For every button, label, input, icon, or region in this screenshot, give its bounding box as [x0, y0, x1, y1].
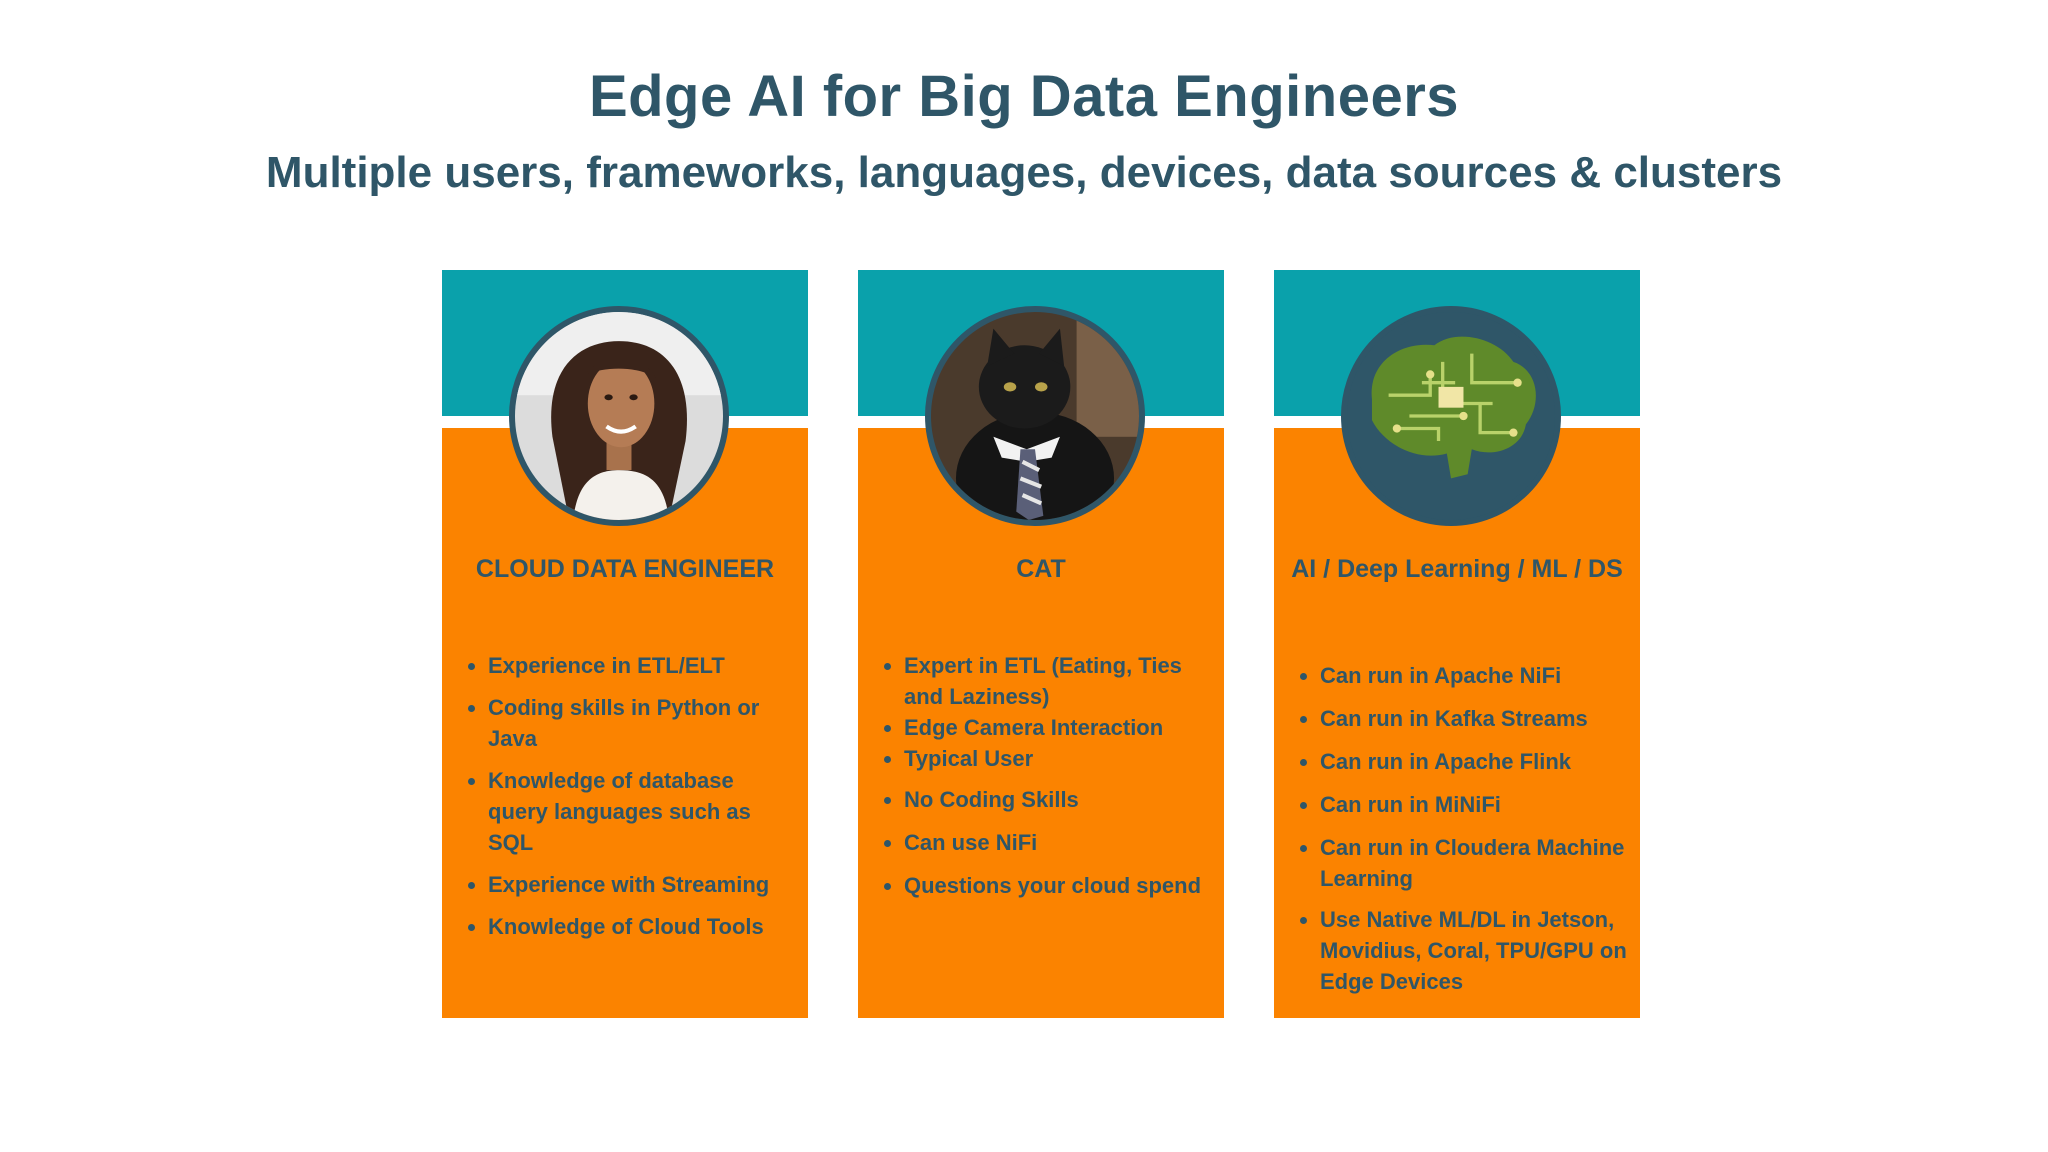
list-item: Typical User	[882, 743, 1212, 774]
list-item: Can run in Kafka Streams	[1298, 703, 1628, 734]
list-item: Experience with Streaming	[466, 869, 796, 900]
woman-portrait-image	[509, 306, 729, 526]
list-item: Can run in MiNiFi	[1298, 789, 1628, 820]
list-item: Use Native ML/DL in Jetson, Movidius, Co…	[1298, 904, 1628, 997]
card-bullet-list: Experience in ETL/ELT Coding skills in P…	[466, 650, 796, 942]
card-bullet-list: Can run in Apache NiFi Can run in Kafka …	[1298, 660, 1628, 997]
list-item: Questions your cloud spend	[882, 870, 1212, 901]
list-item: Knowledge of Cloud Tools	[466, 911, 796, 942]
list-item: Can use NiFi	[882, 827, 1212, 858]
card-body	[442, 428, 808, 1018]
card-bullet-list: Expert in ETL (Eating, Ties and Laziness…	[882, 650, 1212, 901]
list-item: Can run in Cloudera Machine Learning	[1298, 832, 1628, 894]
slide-subtitle: Multiple users, frameworks, languages, d…	[265, 148, 1783, 197]
list-item: Expert in ETL (Eating, Ties and Laziness…	[882, 650, 1212, 712]
list-item: Coding skills in Python or Java	[466, 692, 796, 754]
list-item: Knowledge of database query languages su…	[466, 765, 796, 858]
list-item: Can run in Apache NiFi	[1298, 660, 1628, 691]
card-role-title: CAT	[1016, 555, 1066, 583]
card-cat: CAT Expert in ETL (Eating, Ties and Lazi…	[858, 270, 1224, 1018]
circuit-brain-image	[1341, 306, 1561, 526]
card-body	[1274, 428, 1640, 1018]
card-role-title: AI / Deep Learning / ML / DS	[1291, 555, 1623, 583]
cat-in-tie-image	[925, 306, 1145, 526]
list-item: Can run in Apache Flink	[1298, 746, 1628, 777]
card-role-title: CLOUD DATA ENGINEER	[475, 555, 775, 583]
card-body	[858, 428, 1224, 1018]
card-ai-deep-learning: AI / Deep Learning / ML / DS Can run in …	[1274, 270, 1640, 1018]
list-item: No Coding Skills	[882, 784, 1212, 815]
card-cloud-data-engineer: CLOUD DATA ENGINEER Experience in ETL/EL…	[442, 270, 808, 1018]
list-item: Experience in ETL/ELT	[466, 650, 796, 681]
slide-title: Edge AI for Big Data Engineers	[588, 64, 1460, 129]
list-item: Edge Camera Interaction	[882, 712, 1212, 743]
